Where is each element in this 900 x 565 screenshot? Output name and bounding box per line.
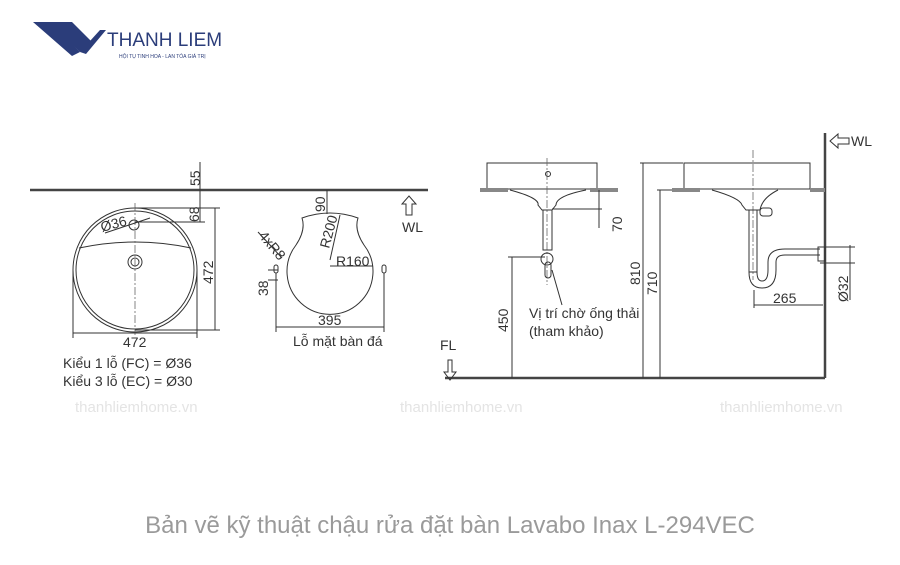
side-view: FL 70 450 Vị trí chờ ống thải (tham khảo…	[440, 132, 872, 381]
dim-395: 395	[318, 312, 342, 328]
watermark: thanhliemhome.vn	[400, 399, 523, 416]
logo-mark-stripe	[80, 30, 106, 54]
wl-arrow-icon	[829, 132, 850, 150]
fl-arrow-icon	[443, 359, 457, 381]
note-1-hole: Kiểu 1 lỗ (FC) = Ø36	[63, 355, 192, 371]
logo-brand: THANH LIEM	[107, 30, 222, 51]
wl-arrow-icon	[400, 195, 418, 216]
dim-70: 70	[609, 216, 625, 232]
dim-height: 472	[200, 260, 216, 284]
logo-mark-stripe	[33, 22, 80, 56]
logo-mark-stripe	[48, 22, 88, 52]
dim-hole: Ø36	[99, 213, 129, 235]
cutout-outline	[286, 212, 374, 315]
dim-38: 38	[255, 280, 271, 296]
dim-68: 68	[186, 206, 202, 222]
dim-710: 710	[644, 271, 660, 295]
cutout-label: Lỗ mặt bàn đá	[293, 333, 383, 349]
logo-mark-stripe	[60, 22, 92, 47]
dim-450: 450	[495, 308, 511, 332]
dim-32: Ø32	[835, 275, 851, 302]
drain-note: Vị trí chờ ống thải	[529, 305, 639, 321]
dim-90: 90	[312, 196, 328, 212]
wl-label: WL	[851, 133, 872, 149]
note-3-hole: Kiểu 3 lỗ (EC) = Ø30	[63, 373, 193, 389]
dim-r200: R200	[316, 213, 340, 250]
watermark: thanhliemhome.vn	[720, 399, 843, 416]
watermark: thanhliemhome.vn	[75, 399, 198, 416]
wl-label: WL	[402, 219, 423, 235]
logo: THANH LIEM HỘI TỤ TINH HOA - LAN TỎA GIÁ…	[33, 22, 222, 60]
fl-label: FL	[440, 337, 457, 353]
dim-width: 472	[123, 334, 147, 350]
dim-810: 810	[627, 261, 643, 285]
top-view: 55 68 Ø36 472 472 Kiểu 1 lỗ (FC) = Ø36 K…	[30, 162, 428, 389]
drain-note-ref: (tham khảo)	[529, 323, 604, 339]
dim-4xr8: 4xR8	[256, 228, 289, 263]
logo-tagline: HỘI TỤ TINH HOA - LAN TỎA GIÁ TRỊ	[119, 53, 206, 60]
countertop-cutout: 90 R200 R160 4xR8 38 395 Lỗ mặt bàn đá	[255, 190, 387, 349]
dim-55: 55	[187, 170, 203, 186]
dim-r160: R160	[336, 253, 370, 269]
dim-265: 265	[773, 290, 797, 306]
caption: Bản vẽ kỹ thuật chậu rửa đặt bàn Lavabo …	[145, 512, 755, 539]
